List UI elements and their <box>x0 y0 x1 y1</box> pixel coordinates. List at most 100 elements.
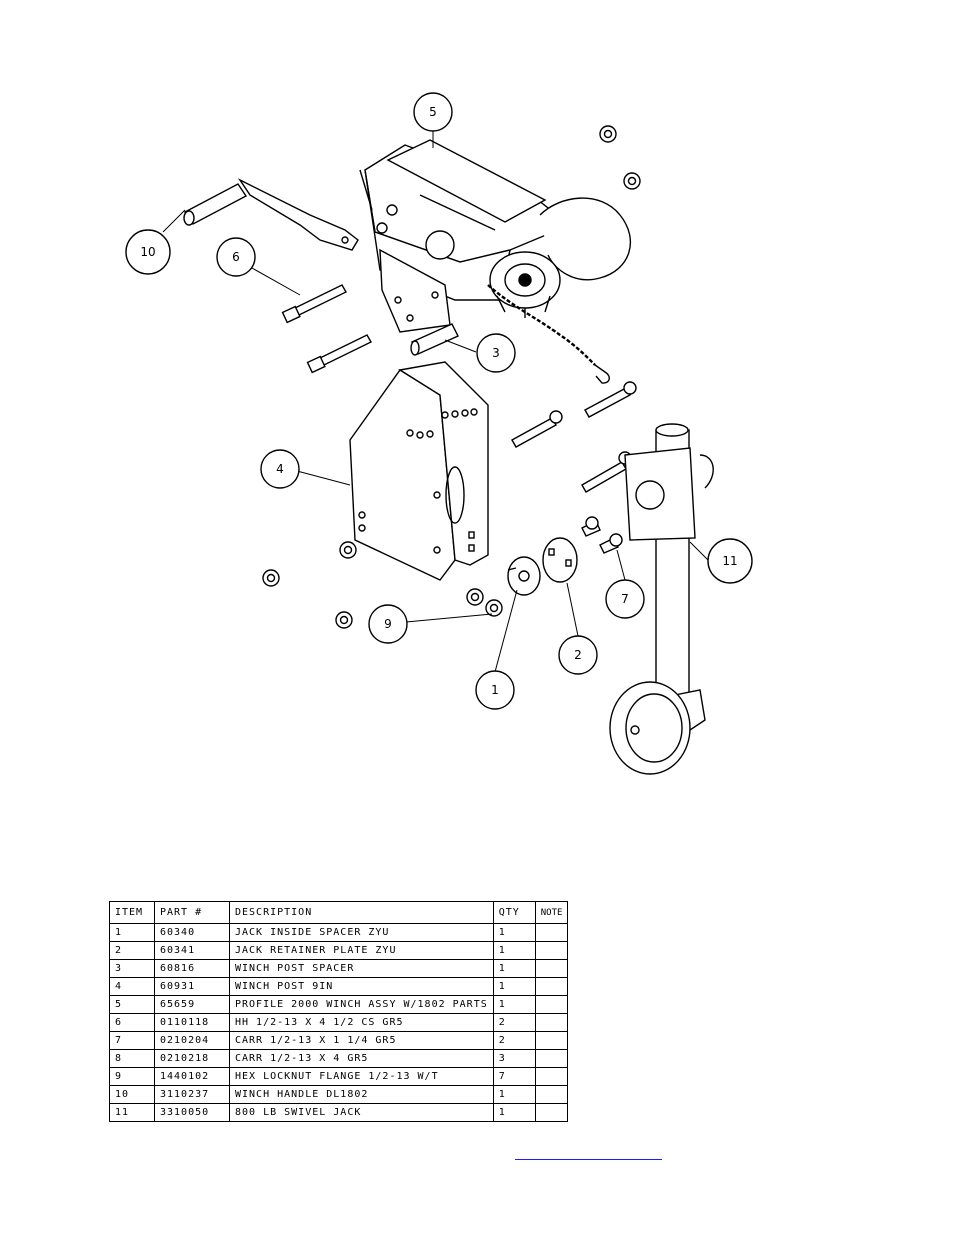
callout-4: 4 <box>260 449 300 489</box>
bom-header-item: ITEM <box>109 901 155 924</box>
bom-cell-description: PROFILE 2000 WINCH ASSY W/1802 PARTS <box>229 995 494 1014</box>
callout-11: 11 <box>707 538 753 584</box>
bom-cell-part: 0210218 <box>154 1049 230 1068</box>
bom-cell-item: 11 <box>109 1103 155 1122</box>
bom-header-note: NOTE <box>534 901 569 924</box>
svg-text:10: 10 <box>140 245 155 259</box>
bom-cell-item: 1 <box>109 923 155 942</box>
svg-text:1: 1 <box>491 683 499 697</box>
callout-7: 7 <box>605 579 645 619</box>
swivel-jack <box>609 423 714 775</box>
bom-cell-qty: 7 <box>492 1067 536 1086</box>
winch-post-plates <box>349 361 489 581</box>
bom-cell-part: 60340 <box>154 923 230 942</box>
bom-cell-part: 0210204 <box>154 1031 230 1050</box>
bom-cell-description: HEX LOCKNUT FLANGE 1/2-13 W/T <box>229 1067 494 1086</box>
callout-6: 6 <box>216 237 256 277</box>
locknut-1 <box>339 541 357 559</box>
bom-cell-item: 4 <box>109 977 155 996</box>
bom-cell-description: 800 LB SWIVEL JACK <box>229 1103 494 1122</box>
carriage-bolt-short-1 <box>581 516 601 537</box>
bom-cell-part: 65659 <box>154 995 230 1014</box>
callout-2: 2 <box>558 635 598 675</box>
bom-cell-part: 3110237 <box>154 1085 230 1104</box>
bom-cell-qty: 1 <box>492 1085 536 1104</box>
bom-header-description: DESCRIPTION <box>229 901 494 924</box>
bom-cell-note <box>534 1067 569 1086</box>
svg-text:7: 7 <box>621 592 629 606</box>
bom-header-part: PART # <box>154 901 230 924</box>
carriage-bolt-1 <box>511 410 563 448</box>
bom-cell-part: 60931 <box>154 977 230 996</box>
bom-cell-item: 6 <box>109 1013 155 1032</box>
svg-text:2: 2 <box>574 648 582 662</box>
svg-text:4: 4 <box>276 462 284 476</box>
bom-cell-item: 5 <box>109 995 155 1014</box>
svg-text:3: 3 <box>492 346 500 360</box>
locknut-top-1 <box>599 125 617 143</box>
bom-cell-part: 60341 <box>154 941 230 960</box>
svg-text:5: 5 <box>429 105 437 119</box>
bom-cell-description: JACK INSIDE SPACER ZYU <box>229 923 494 942</box>
bom-cell-note <box>534 1085 569 1104</box>
callout-1: 1 <box>475 670 515 710</box>
locknut-3 <box>466 588 484 606</box>
bom-cell-note <box>534 1013 569 1032</box>
bom-cell-qty: 2 <box>492 1031 536 1050</box>
bom-header-qty: QTY <box>492 901 536 924</box>
bom-header-row: ITEM PART # DESCRIPTION QTY NOTE <box>109 901 569 924</box>
locknut-top-2 <box>623 172 641 190</box>
bom-cell-qty: 1 <box>492 995 536 1014</box>
bom-cell-part: 1440102 <box>154 1067 230 1086</box>
bom-cell-item: 7 <box>109 1031 155 1050</box>
bom-cell-item: 2 <box>109 941 155 960</box>
bom-cell-note <box>534 1103 569 1122</box>
exploded-assembly-drawing: 5 10 6 3 4 11 7 9 2 1 <box>125 92 753 775</box>
winch-handle <box>183 178 359 251</box>
winch-assembly <box>359 139 631 333</box>
bom-cell-qty: 3 <box>492 1049 536 1068</box>
winch-post-spacer <box>410 323 459 356</box>
jack-inside-spacer <box>507 556 541 596</box>
callout-5: 5 <box>413 92 453 132</box>
bom-cell-description: WINCH POST 9IN <box>229 977 494 996</box>
jack-retainer-plate <box>542 537 578 583</box>
bom-cell-description: HH 1/2-13 X 4 1/2 CS GR5 <box>229 1013 494 1032</box>
leader-lines <box>162 131 711 673</box>
bom-cell-description: CARR 1/2-13 X 1 1/4 GR5 <box>229 1031 494 1050</box>
bom-cell-qty: 2 <box>492 1013 536 1032</box>
callout-10: 10 <box>125 229 171 275</box>
bom-cell-qty: 1 <box>492 959 536 978</box>
bom-cell-note <box>534 941 569 960</box>
bom-cell-qty: 1 <box>492 977 536 996</box>
bom-cell-note <box>534 959 569 978</box>
link-underline[interactable] <box>515 1159 662 1160</box>
bom-cell-note <box>534 977 569 996</box>
svg-text:9: 9 <box>384 617 392 631</box>
bom-cell-item: 9 <box>109 1067 155 1086</box>
bom-cell-item: 10 <box>109 1085 155 1104</box>
bom-cell-description: WINCH HANDLE DL1802 <box>229 1085 494 1104</box>
bom-cell-note <box>534 923 569 942</box>
bom-cell-item: 3 <box>109 959 155 978</box>
bom-cell-item: 8 <box>109 1049 155 1068</box>
bom-cell-description: WINCH POST SPACER <box>229 959 494 978</box>
locknut-2 <box>262 569 280 587</box>
bom-cell-part: 60816 <box>154 959 230 978</box>
carriage-bolt-short-2 <box>599 533 623 554</box>
callout-9: 9 <box>368 604 408 644</box>
chain-and-hook <box>487 284 610 384</box>
carriage-bolt-3 <box>581 451 632 493</box>
svg-text:6: 6 <box>232 250 240 264</box>
bom-cell-qty: 1 <box>492 1103 536 1122</box>
carriage-bolt-2 <box>584 381 637 418</box>
